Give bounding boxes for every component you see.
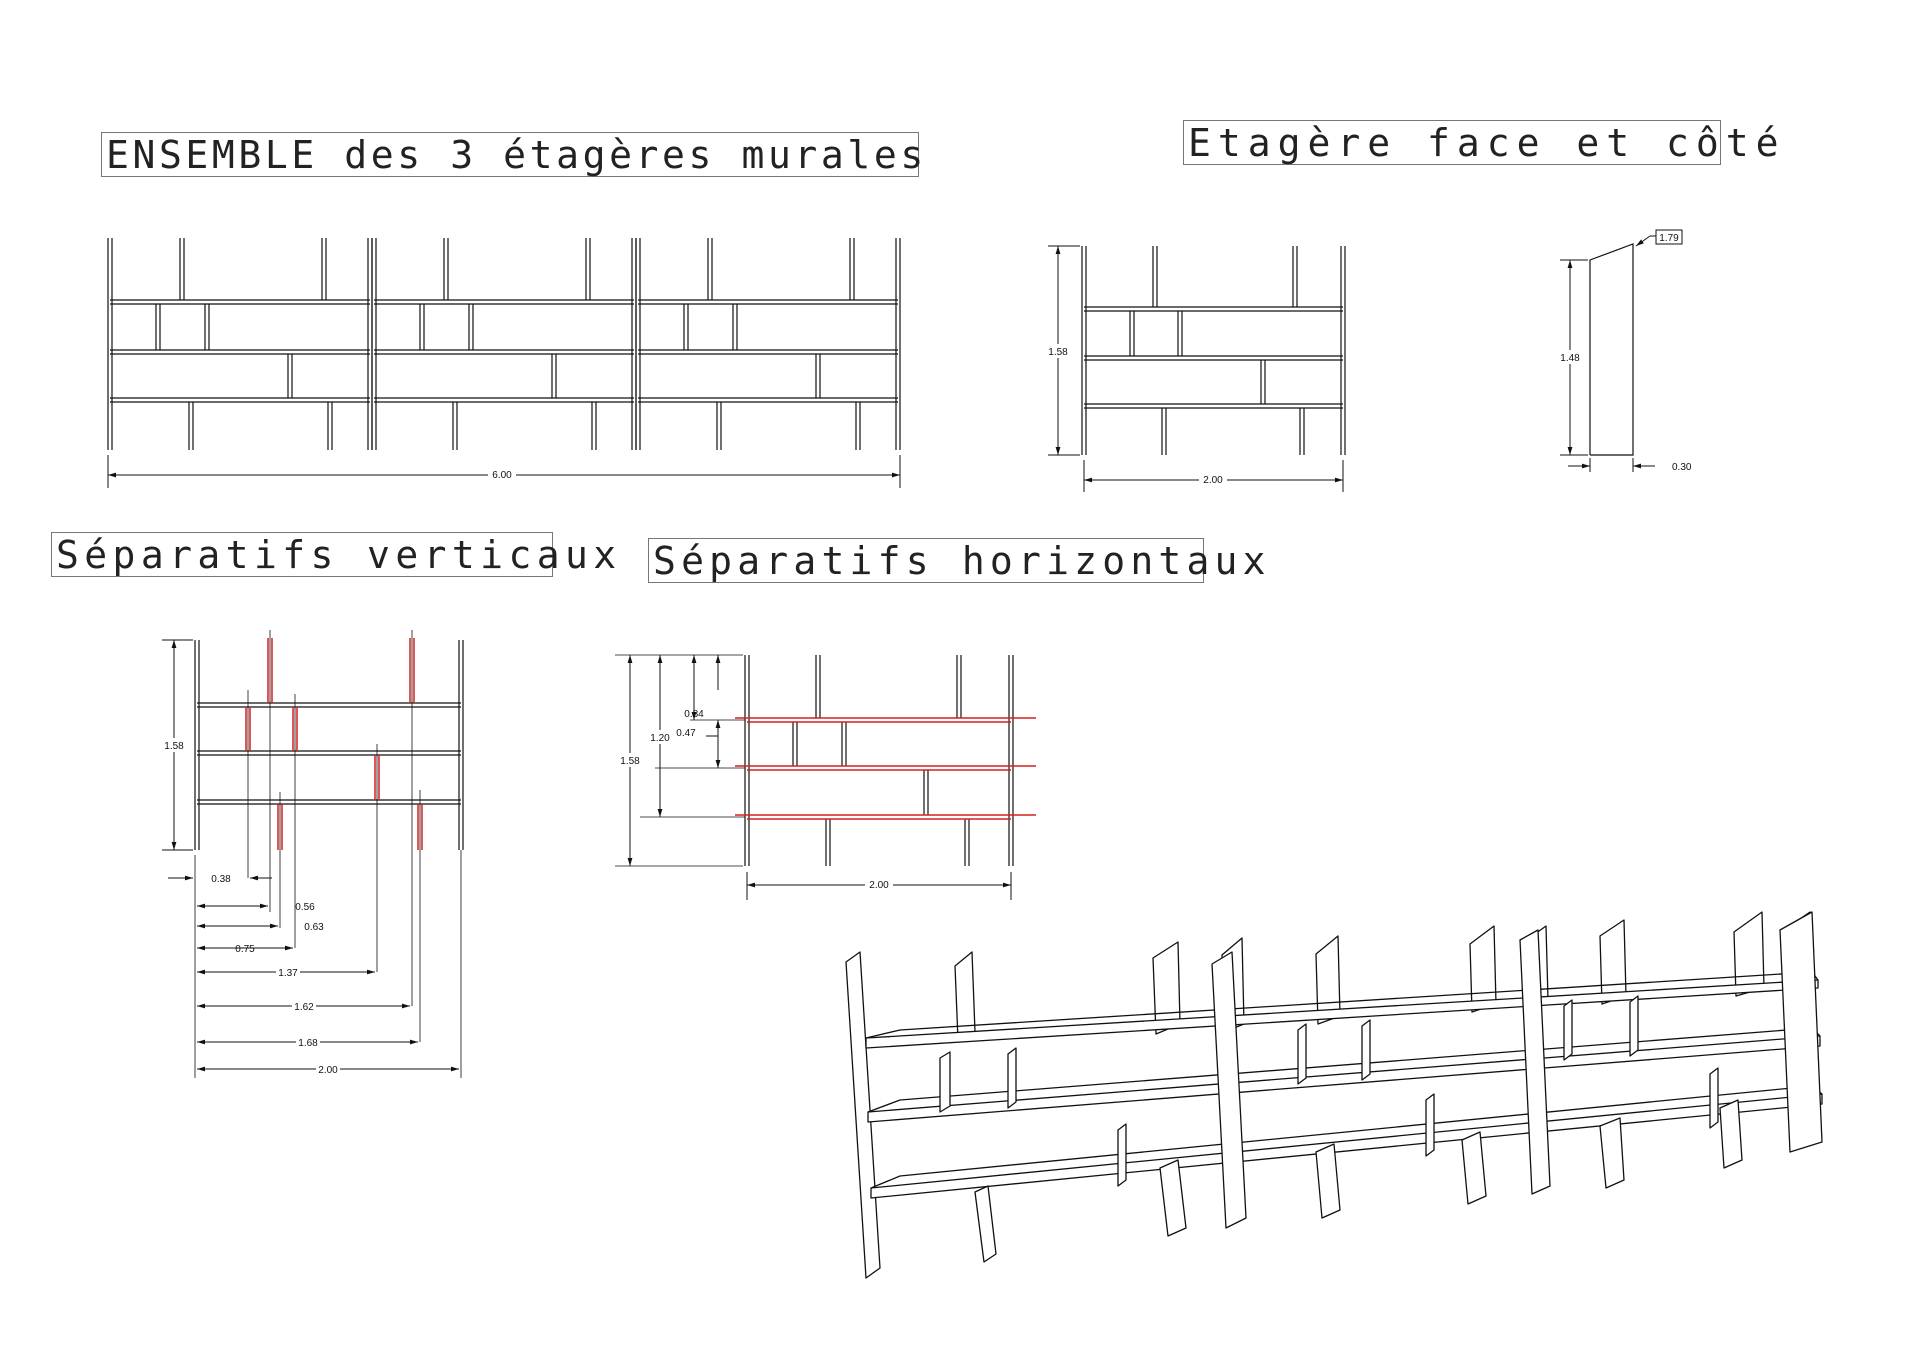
face-width-dimension: [1083, 460, 1344, 492]
face-view: [1081, 246, 1346, 455]
title-separatifs-horizontaux: Séparatifs horizontaux: [648, 538, 1266, 583]
horizontaux-width-dimension: [746, 872, 1012, 900]
ensemble-width-dimension: 6.00: [107, 455, 901, 488]
offset-label: 2.00: [318, 1065, 338, 1076]
offset-label: 1.68: [298, 1038, 318, 1049]
title-ensemble: ENSEMBLE des 3 étagères murales: [101, 132, 923, 177]
offset-label: 0.63: [304, 922, 324, 933]
verticaux-offset-labels: 0.38 0.56 0.63 0.75 1.37 1.62 1.68 2.00: [211, 874, 340, 1076]
horizontaux-120-label: 1.20: [650, 733, 670, 744]
side-height-label: 1.48: [1560, 353, 1580, 364]
side-depth-dimension: [1568, 458, 1655, 472]
side-depth-label: 0.30: [1672, 462, 1692, 473]
side-top-dimension: [1635, 229, 1683, 247]
side-top-label: 1.79: [1659, 233, 1679, 244]
horizontaux-dims: [618, 655, 721, 866]
title-separatifs-verticaux: Séparatifs verticaux: [51, 532, 616, 577]
horizontaux-047-label: 0.47: [676, 728, 696, 739]
face-height-label: 1.58: [1048, 347, 1068, 358]
offset-label: 1.37: [278, 968, 298, 979]
offset-label: 0.38: [211, 874, 231, 885]
horizontaux-width-label: 2.00: [869, 880, 889, 891]
verticaux-view: [194, 630, 464, 1078]
horizontaux-height-label: 1.58: [620, 756, 640, 767]
verticaux-height-dimension: [162, 639, 193, 851]
horizontaux-view: [615, 654, 1036, 867]
horizontaux-084-label: 0.84: [684, 709, 704, 720]
offset-label: 1.62: [294, 1002, 314, 1013]
face-height-dimension: [1046, 245, 1080, 456]
side-height-dimension: [1558, 259, 1588, 456]
ensemble-front-view: [107, 237, 901, 451]
perspective-view: [845, 911, 1823, 1279]
offset-label: 0.75: [235, 944, 255, 955]
ensemble-unit: [107, 238, 373, 450]
ensemble-width-label: 6.00: [492, 470, 512, 481]
face-width-label: 2.00: [1203, 475, 1223, 486]
title-face-cote: Etagère face et côté: [1183, 120, 1779, 165]
side-view: [1589, 243, 1634, 456]
horizontaux-dim-labels: 1.58 1.20 0.84 0.47: [620, 709, 704, 767]
offset-label: 0.56: [295, 902, 315, 913]
verticaux-height-label: 1.58: [164, 741, 184, 752]
